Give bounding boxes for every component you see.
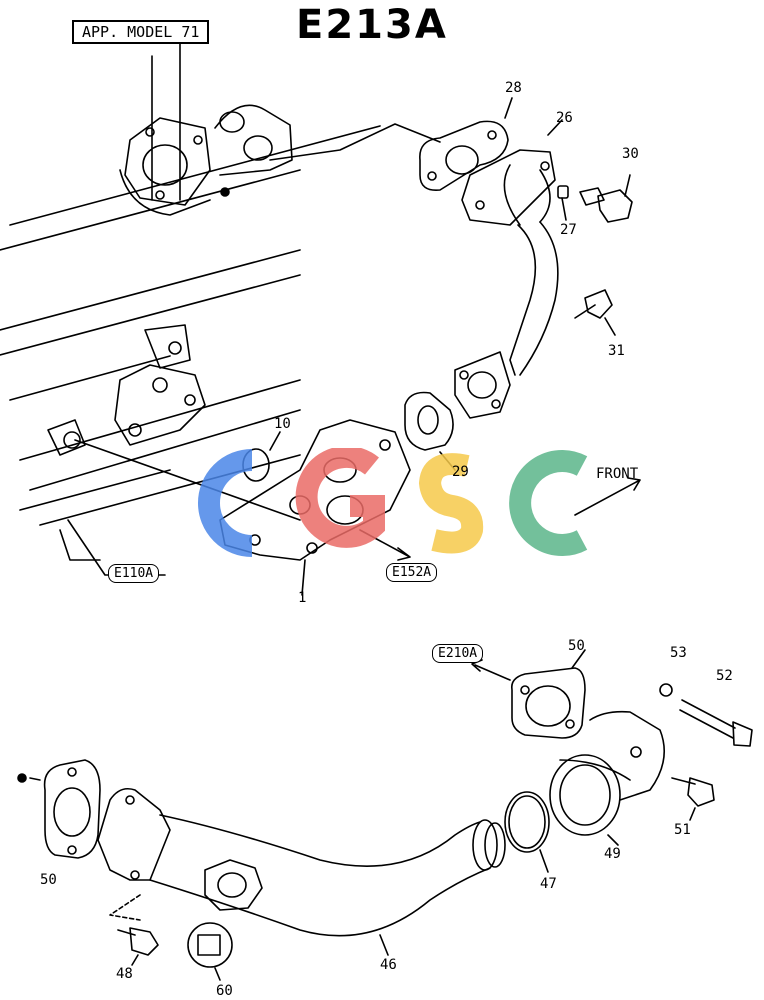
gasket-50-right bbox=[510, 649, 586, 739]
callout-part-51: 51 bbox=[674, 822, 691, 838]
block-flange bbox=[124, 104, 441, 206]
watermark-letter-c2 bbox=[509, 450, 588, 556]
bullet-dot-icon bbox=[220, 187, 230, 197]
washer-53 bbox=[659, 683, 673, 697]
block-bosses bbox=[47, 324, 301, 521]
fitting-27 bbox=[557, 185, 569, 221]
callout-part-28: 28 bbox=[505, 80, 522, 96]
ref-e110a[interactable]: E110A bbox=[108, 564, 160, 583]
bolt-30 bbox=[579, 174, 633, 223]
callout-part-49: 49 bbox=[604, 846, 621, 862]
watermark-letter-s bbox=[418, 453, 484, 554]
watermark-letter-c1 bbox=[198, 449, 253, 557]
bullet-dot-icon bbox=[17, 773, 27, 783]
plug-60 bbox=[187, 922, 233, 981]
engine-block-outline bbox=[0, 39, 381, 561]
callout-part-31: 31 bbox=[608, 343, 625, 359]
ref-e152a[interactable]: E152A bbox=[386, 563, 438, 582]
front-arrow-icon bbox=[574, 477, 641, 516]
watermark-letter-g bbox=[295, 448, 385, 548]
front-direction-label: FRONT bbox=[596, 466, 639, 482]
callout-part-1: 1 bbox=[298, 590, 307, 606]
callout-part-29: 29 bbox=[452, 464, 469, 480]
water-pipe-26 bbox=[454, 119, 563, 419]
oring-47 bbox=[504, 791, 550, 873]
callout-part-52: 52 bbox=[716, 668, 733, 684]
bolt-48 bbox=[117, 927, 159, 966]
bolt-52 bbox=[679, 699, 753, 747]
water-pipe-46 bbox=[97, 787, 506, 956]
callout-part-10: 10 bbox=[274, 416, 291, 432]
diagram-title: E213A bbox=[296, 2, 448, 48]
callout-part-46: 46 bbox=[380, 957, 397, 973]
callout-part-30: 30 bbox=[622, 146, 639, 162]
callout-part-60: 60 bbox=[216, 983, 233, 999]
gasket-28 bbox=[419, 97, 513, 192]
outlet-fitting-49 bbox=[549, 710, 666, 846]
app-model-label: APP. MODEL 71 bbox=[72, 20, 210, 44]
callout-part-50-left: 50 bbox=[40, 872, 57, 888]
callout-part-48: 48 bbox=[116, 966, 133, 982]
callout-part-27: 27 bbox=[560, 222, 577, 238]
callout-part-53: 53 bbox=[670, 645, 687, 661]
ref-e210a[interactable]: E210A bbox=[432, 644, 484, 663]
callout-part-26: 26 bbox=[556, 110, 573, 126]
callout-part-50-right: 50 bbox=[568, 638, 585, 654]
gasket-50-left bbox=[29, 759, 101, 859]
bolt-51 bbox=[671, 777, 715, 821]
cgsc-watermark-logo bbox=[198, 448, 588, 557]
callout-part-47: 47 bbox=[540, 876, 557, 892]
bolt-31 bbox=[574, 289, 616, 336]
reference-arrow-icon bbox=[471, 659, 511, 681]
